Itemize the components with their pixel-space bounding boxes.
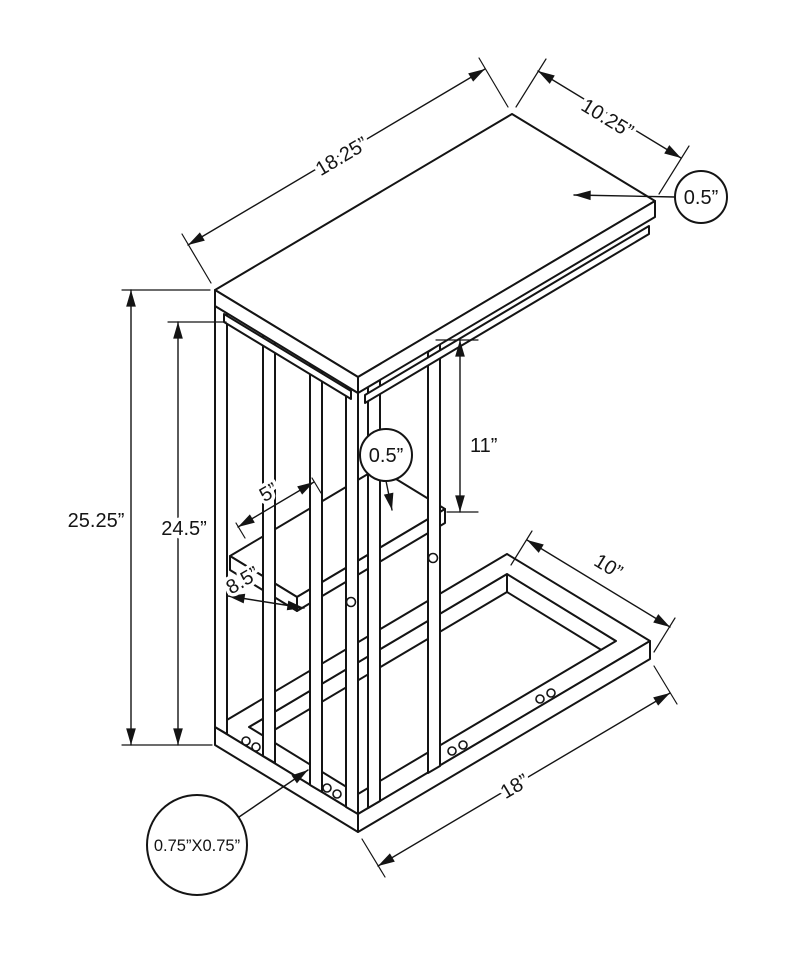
dim-top-length-label: 18.25”	[312, 133, 372, 181]
callout-leg-profile: 0.75”X0.75”	[146, 769, 309, 896]
back-left-leg	[214, 305, 228, 735]
callout-leg-profile-label: 0.75”X0.75”	[154, 837, 240, 855]
dim-clearance-height-label: 24.5”	[161, 518, 207, 540]
dim-shelf-clearance: 11”	[435, 339, 501, 513]
callout-shelf-thickness: 0.5”	[359, 428, 413, 511]
bolt-hole-icon	[447, 746, 457, 756]
callout-top-thickness: 0.5”	[573, 170, 728, 224]
tabletop-right-edge	[357, 200, 656, 394]
bolt-hole-icon	[427, 552, 439, 564]
left-frame-stile-1	[262, 334, 276, 764]
dim-base-length-label: 18”	[497, 770, 533, 804]
tabletop-apron-left	[223, 313, 352, 400]
callout-top-thickness-label: 0.5”	[684, 187, 718, 209]
bolt-hole-icon	[345, 596, 357, 608]
dim-top-depth-label: 10.25”	[577, 95, 637, 143]
bolt-hole-icon	[332, 789, 342, 799]
bolt-hole-icon	[458, 740, 468, 750]
dim-shelf-clearance-label: 11”	[470, 435, 497, 457]
bolt-hole-icon	[546, 688, 556, 698]
tabletop	[214, 113, 656, 404]
callout-shelf-thickness-label: 0.5”	[369, 445, 403, 467]
bolt-hole-icon	[535, 694, 545, 704]
dim-overall-height-label: 25.25”	[68, 510, 125, 532]
tabletop-apron-right	[364, 225, 650, 404]
bolt-hole-icon	[322, 783, 332, 793]
dim-base-depth-label: 10”	[590, 550, 626, 584]
callout-circle	[146, 794, 248, 896]
callout-circle	[674, 170, 728, 224]
bolt-hole-icon	[251, 742, 261, 752]
dim-clearance-height: 24.5”	[158, 321, 227, 746]
bolt-hole-icon	[241, 736, 251, 746]
base-outer-front-edge	[357, 640, 651, 833]
dim-overall-height: 25.25”	[64, 289, 213, 746]
left-frame-stile-2	[309, 363, 323, 793]
callout-circle	[359, 428, 413, 482]
